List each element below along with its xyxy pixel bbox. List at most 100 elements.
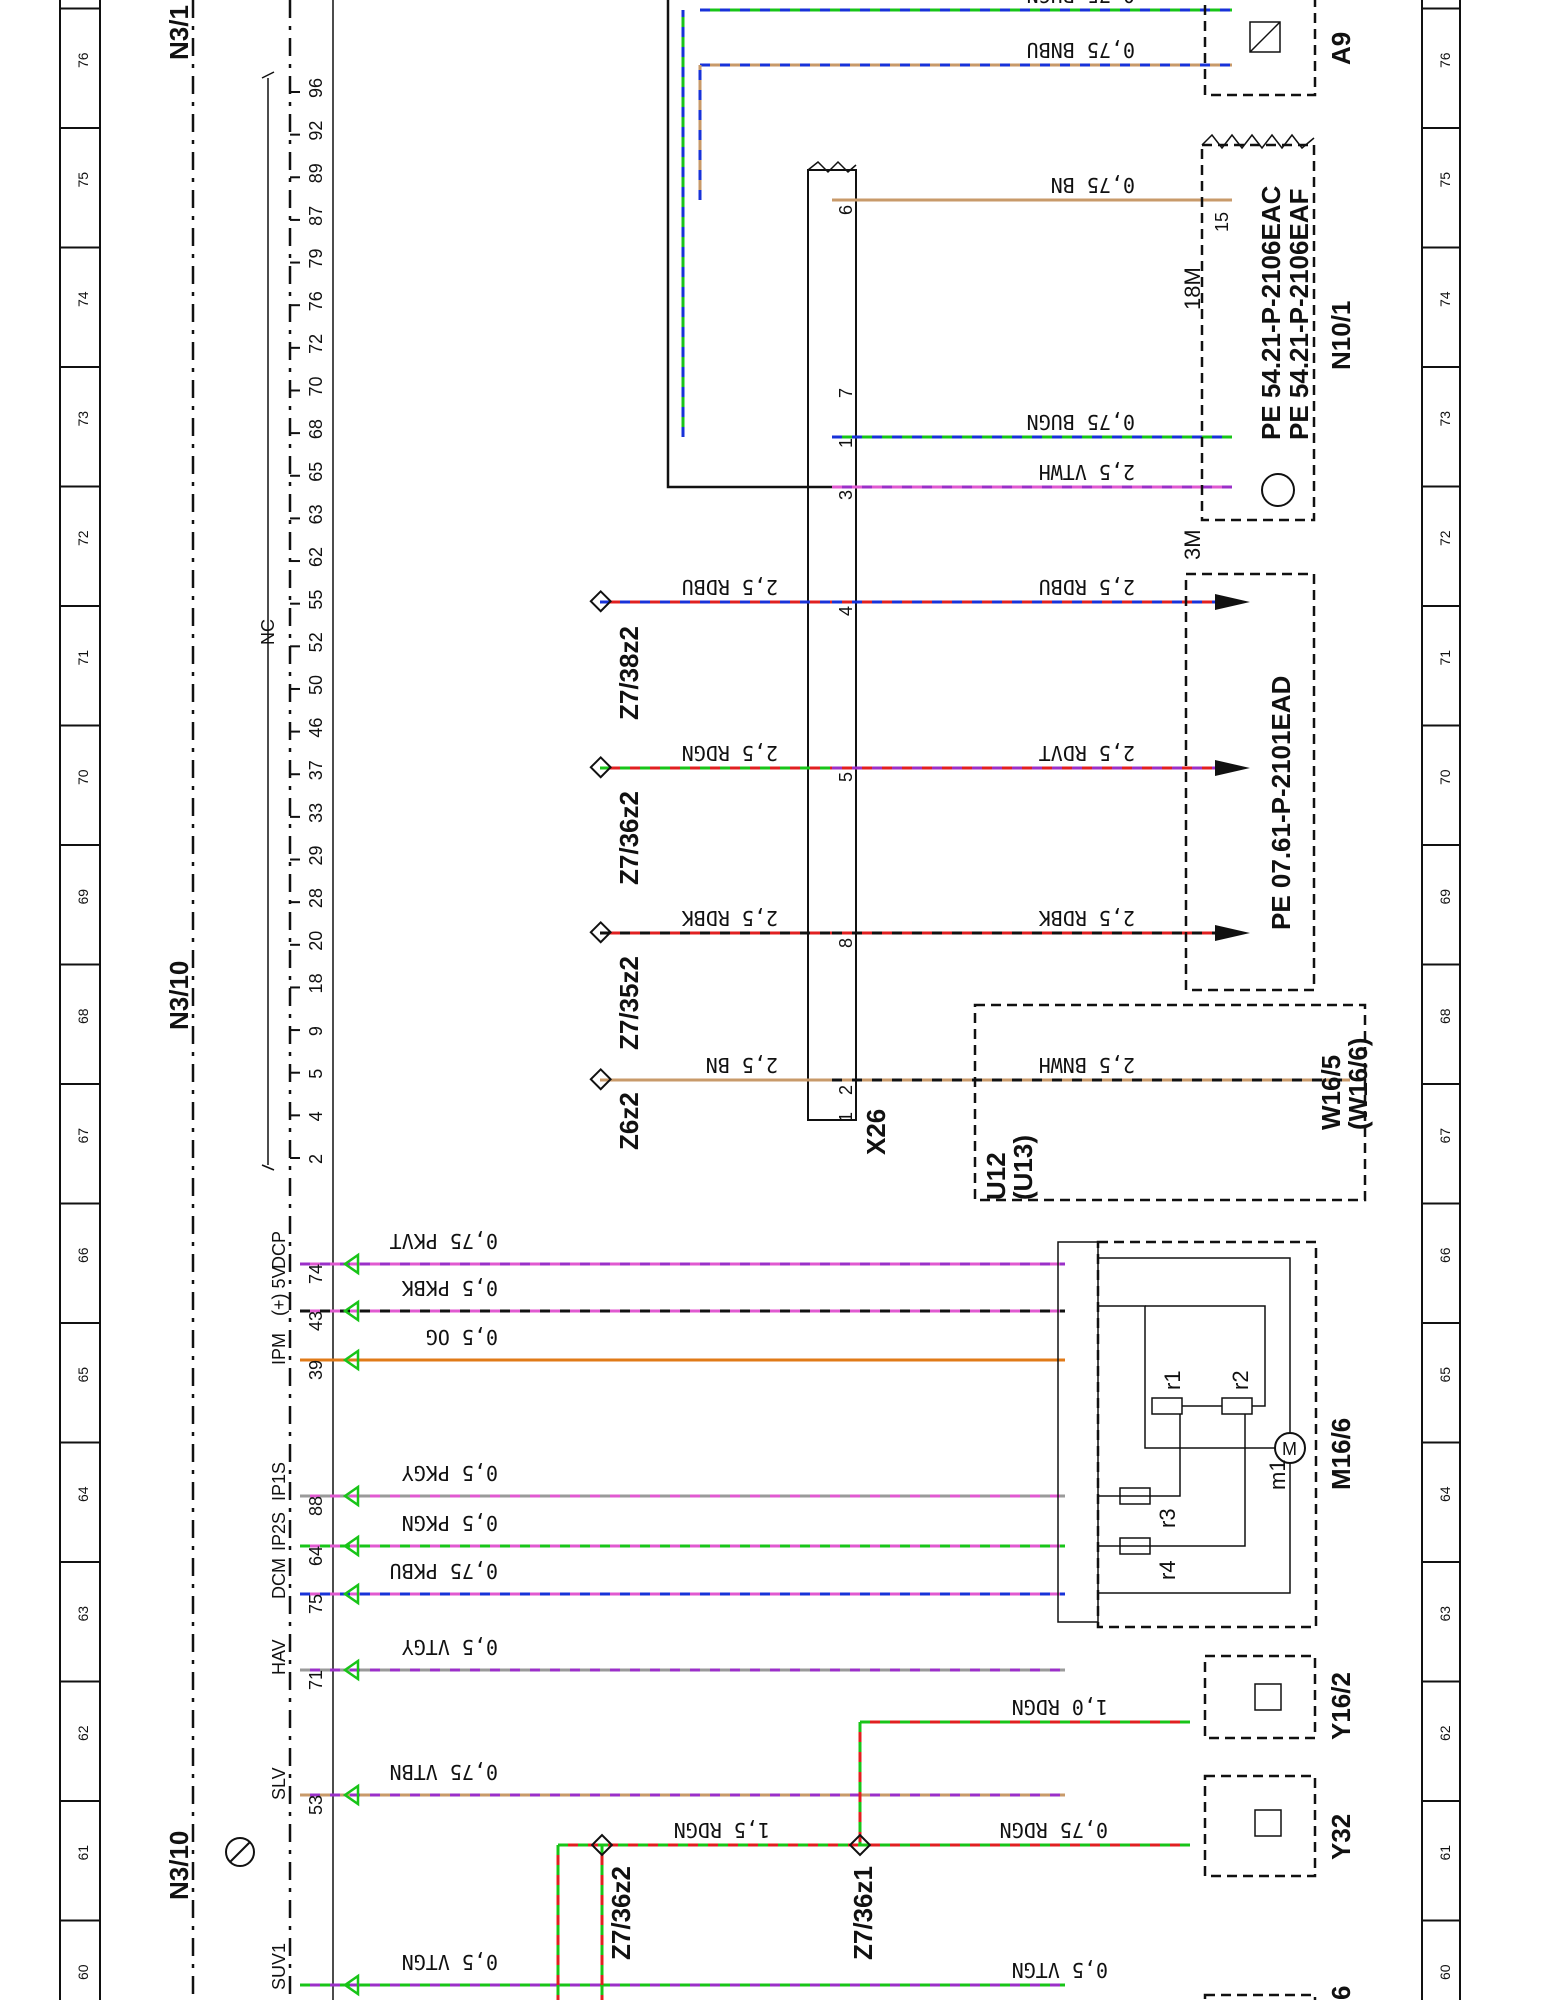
u12-box: U12 (U13) W16/5 (W16/6): [973, 1003, 1373, 1202]
nc-pin-number: 4: [306, 1111, 326, 1121]
x26-pin-number: 2: [836, 1085, 856, 1095]
label-z7-36z2-top: Z7/36z2: [614, 791, 644, 885]
label-n3-1: N3/1: [164, 5, 194, 60]
grid-label-left: 72: [75, 530, 91, 546]
label-z7-38z2: Z7/38z2: [614, 626, 644, 720]
grid-label-right: 73: [1437, 411, 1453, 427]
nc-pin-number: 68: [306, 419, 326, 439]
motor-m-letter: M: [1282, 1439, 1297, 1459]
label-n10-1: N10/1: [1326, 301, 1356, 370]
nc-pin-number: 89: [306, 163, 326, 183]
nc-pin-number: 55: [306, 590, 326, 610]
splice-node-icon: [589, 755, 613, 779]
splice-node-icon: [589, 589, 613, 613]
grid-label-right: 74: [1437, 291, 1453, 307]
wire-label: 0,75 PKBU: [390, 1559, 498, 1583]
connector-arrow-icon: [342, 1658, 360, 1682]
pin-signal-label: HAV: [269, 1639, 289, 1675]
nc-pin-number: 65: [306, 462, 326, 482]
wire-label: 2,5 RDGN: [682, 741, 778, 765]
wire-label: 2,5 RDBK: [682, 906, 778, 930]
grid-label-left: 63: [75, 1606, 91, 1622]
label-18m: 18M: [1180, 267, 1205, 310]
grid-label-left: 67: [75, 1128, 91, 1144]
motor-m16-6: M16/6 M m1 r1 r2 r3 r4: [1057, 1240, 1356, 1629]
label-z7-36z1: Z7/36z1: [848, 1866, 878, 1960]
grid-label-right: 62: [1437, 1725, 1453, 1741]
nc-pin-number: 70: [306, 376, 326, 396]
connector-arrow-icon: [342, 1582, 360, 1606]
pin-signal-label: SUV1: [269, 1943, 289, 1990]
label-u13: (U13): [1008, 1135, 1038, 1200]
pe-box-2101ead: PE 07.61-P-2101EAD: [1184, 572, 1316, 992]
wire-label: 0,75 RDGN: [1000, 1818, 1108, 1842]
grid-label-right: 67: [1437, 1128, 1453, 1144]
connector-arrow-icon: [342, 1783, 360, 1807]
label-u12: U12: [981, 1152, 1011, 1200]
nc-pin-number: 79: [306, 249, 326, 269]
label-r1: r1: [1160, 1370, 1185, 1390]
nc-pin-bracket: NC: [258, 71, 278, 1171]
x26-pin-number: 8: [836, 938, 856, 948]
grid-label-left: 61: [75, 1845, 91, 1861]
nc-pin-list: 2459182028293337465052556263656870727679…: [290, 78, 326, 1164]
arrow-head-icon: [1215, 760, 1250, 776]
splice-node-icon: [589, 1067, 613, 1091]
nc-pin-number: 50: [306, 675, 326, 695]
wire-label: 0,75 BUGN: [1027, 410, 1135, 434]
resistor-r2: [1221, 1397, 1253, 1415]
connector-arrow-icon: [342, 1348, 360, 1372]
label-z7-36z2-bottom: Z7/36z2: [606, 1866, 636, 1960]
resistor-r1: [1151, 1397, 1183, 1415]
wire-label: 1,5 RDGN: [674, 1818, 770, 1842]
x26-pin-number: 5: [836, 772, 856, 782]
grid-label-right: 70: [1437, 769, 1453, 785]
x26-pin-number: 3: [836, 490, 856, 500]
x26-pin-number: 7: [836, 388, 856, 398]
wire-label: 0,5 VTGY: [402, 1635, 498, 1659]
label-n3-10-bottom: N3/10: [164, 1831, 194, 1900]
wire-label: 0,5 PKGY: [402, 1461, 498, 1485]
nc-pin-number: 5: [306, 1069, 326, 1079]
nc-label: NC: [258, 619, 278, 645]
connector-x26: X26: [807, 160, 891, 1155]
grid-label-left: 68: [75, 1008, 91, 1024]
pin-number-label: 39: [306, 1360, 326, 1380]
grid-label-right: 64: [1437, 1486, 1453, 1502]
label-z7-35z2: Z7/35z2: [614, 956, 644, 1050]
nc-pin-number: 20: [306, 931, 326, 951]
grid-ticks: [60, 7, 1460, 1922]
valve-y32: Y32: [1203, 1774, 1356, 1878]
nc-pin-number: 63: [306, 504, 326, 524]
wire-label: 0,75 BNBU: [1027, 38, 1135, 62]
splice-node-icon: [589, 920, 613, 944]
nc-pin-number: 87: [306, 206, 326, 226]
grid-label-right: 65: [1437, 1367, 1453, 1383]
pin-number-label: 71: [306, 1670, 326, 1690]
wire-label: 2,5 VTWH: [1039, 460, 1135, 484]
splice-labels: Z6z2 Z7/35z2 Z7/36z2 Z7/38z2 Z7/36z2 Z7/…: [606, 626, 878, 1960]
grid-label-right: 61: [1437, 1845, 1453, 1861]
label-a9: A9: [1326, 32, 1356, 65]
wire-label: 2,5 RDBU: [682, 575, 778, 599]
label-x26: X26: [861, 1109, 891, 1155]
wire-label: 2,5 RDBU: [1039, 575, 1135, 599]
label-m1: m1: [1265, 1459, 1290, 1490]
wire-label: 1,0 RDGN: [1012, 1695, 1108, 1719]
pe-2101ead-label: PE 07.61-P-2101EAD: [1266, 676, 1296, 930]
grid-label-left: 71: [75, 650, 91, 666]
wire-label: 0,75 VTBN: [390, 1760, 498, 1784]
n3-labels: N3/1 N3/10 N3/10: [164, 5, 255, 1900]
x26-pin-number: 6: [836, 205, 856, 215]
grid-label-left: 65: [75, 1367, 91, 1383]
module-n10-1: PE 54.21-P-2106EAC PE 54.21-P-2106EAF N1…: [1180, 133, 1356, 560]
grid-label-right: 69: [1437, 889, 1453, 905]
label-w16-6: (W16/6): [1343, 1038, 1373, 1130]
pin-signal-label: IP1S: [269, 1462, 289, 1501]
label-y32: Y32: [1326, 1814, 1356, 1860]
wire-label: 0,5 PKBK: [402, 1276, 498, 1300]
wire-label: 2,5 RDVT: [1039, 741, 1135, 765]
grid-label-left: 69: [75, 889, 91, 905]
